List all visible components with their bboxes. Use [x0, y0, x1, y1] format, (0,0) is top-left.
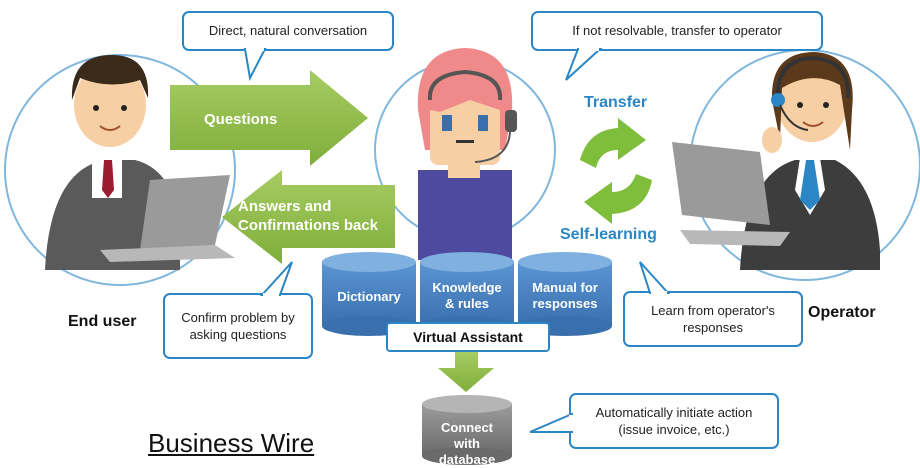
callout-bottom-right: [623, 261, 803, 347]
callout-bottom-left: [163, 261, 313, 359]
operator-illustration: [672, 49, 920, 281]
manual-label: Manual for responses: [532, 280, 598, 311]
virtual-assistant-label: Virtual Assistant: [386, 322, 550, 352]
callout-bottom-right-text: Learn from operator's responses: [651, 303, 775, 335]
cycle-arrows-icon: [580, 118, 652, 224]
database-label: Connect with database: [438, 420, 496, 467]
source-link[interactable]: Business Wire: [148, 428, 315, 458]
questions-arrow: [170, 70, 368, 166]
callout-top-left: [182, 11, 394, 82]
transfer-label: Transfer: [584, 94, 648, 111]
callout-top-right-text: If not resolvable, transfer to operator: [572, 23, 782, 38]
cylinder-dictionary: [322, 252, 416, 336]
operator-label: Operator: [808, 304, 876, 321]
callout-bottom-left-text: Confirm problem by asking questions: [181, 310, 295, 342]
questions-label: Questions: [204, 111, 278, 128]
callout-top-left-text: Direct, natural conversation: [208, 23, 368, 38]
knowledge-label: Knowledge & rules: [432, 280, 502, 311]
callout-database-text: Automatically initiate action (issue inv…: [595, 405, 753, 437]
callout-top-right: [531, 11, 823, 81]
dictionary-label: Dictionary: [337, 289, 401, 304]
self-learning-label: Self-learning: [560, 226, 657, 243]
cylinder-database: [422, 395, 512, 465]
answers-arrow: [222, 170, 395, 264]
down-arrow: [438, 352, 494, 392]
end-user-label: End user: [68, 313, 137, 330]
virtual-assistant-illustration: [374, 48, 556, 260]
answers-label: Answers and Confirmations back: [238, 198, 379, 234]
callout-database: [529, 393, 779, 449]
